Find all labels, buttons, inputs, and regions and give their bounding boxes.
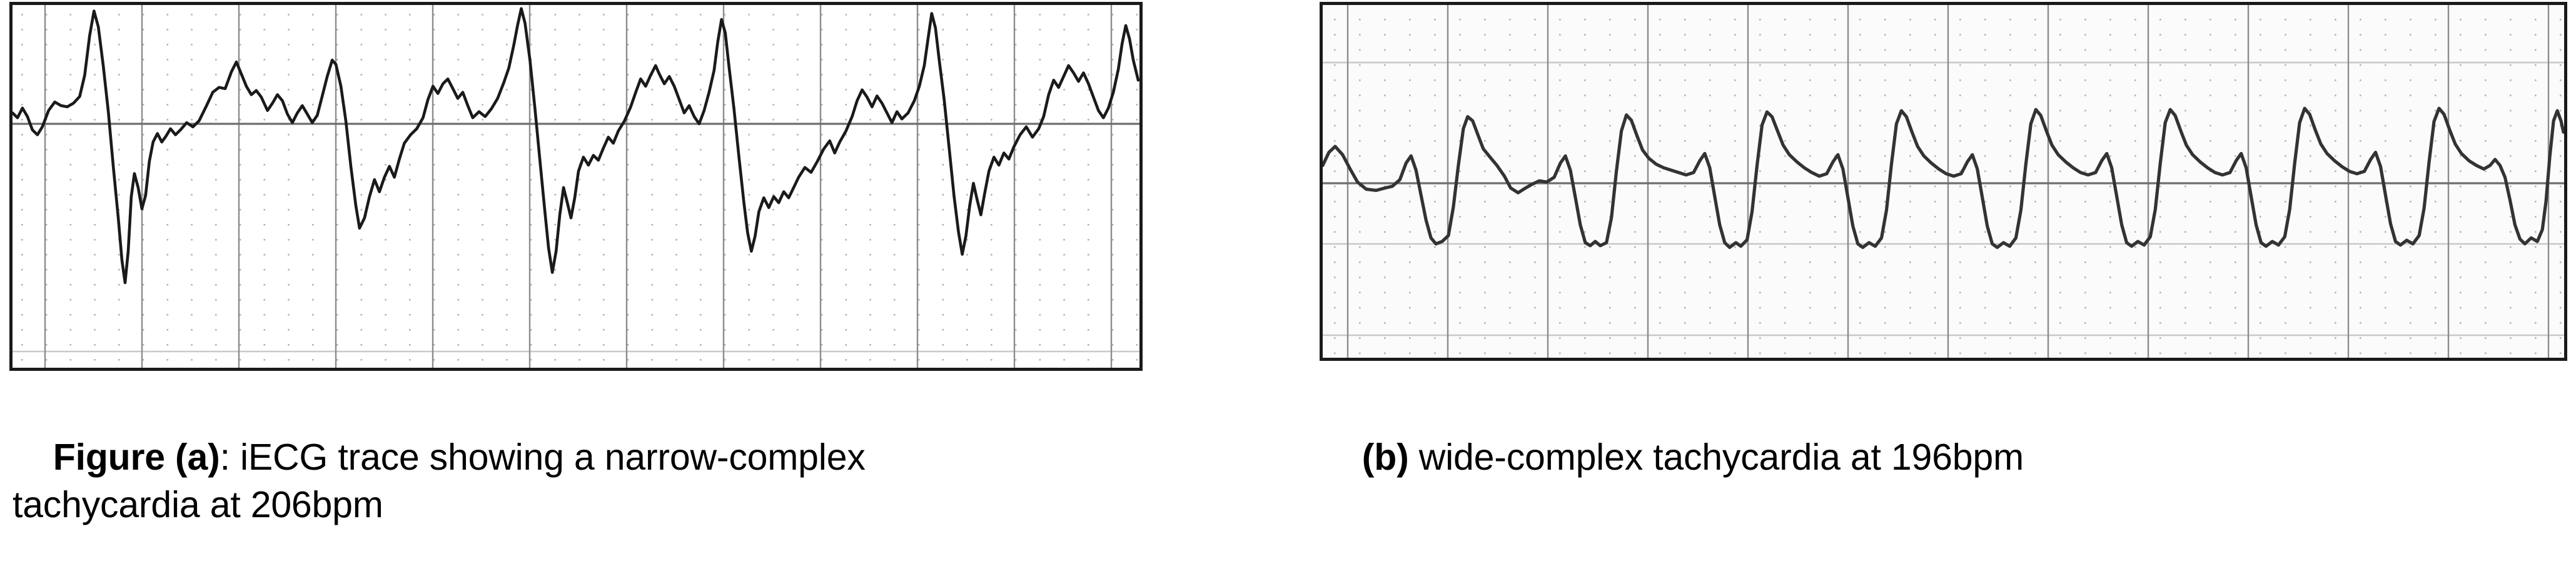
ecg-grid-a	[13, 5, 1139, 368]
caption-figure-b: (b) wide-complex tachycardia at 196bpm	[1321, 386, 2510, 528]
ecg-panel-a	[9, 2, 1143, 371]
caption-figure-a: Figure (a): iECG trace showing a narrow-…	[13, 386, 988, 576]
caption-a-label: Figure (a)	[53, 437, 220, 478]
ecg-grid-b	[1323, 5, 2564, 358]
caption-b-label: (b)	[1361, 437, 1409, 478]
ecg-figure: Figure (a): iECG trace showing a narrow-…	[9, 2, 2567, 528]
caption-b-text: wide-complex tachycardia at 196bpm	[1408, 437, 2024, 478]
caption-a-text: : iECG trace showing a narrow-complex ta…	[13, 437, 876, 526]
ecg-panel-b	[1320, 2, 2567, 361]
